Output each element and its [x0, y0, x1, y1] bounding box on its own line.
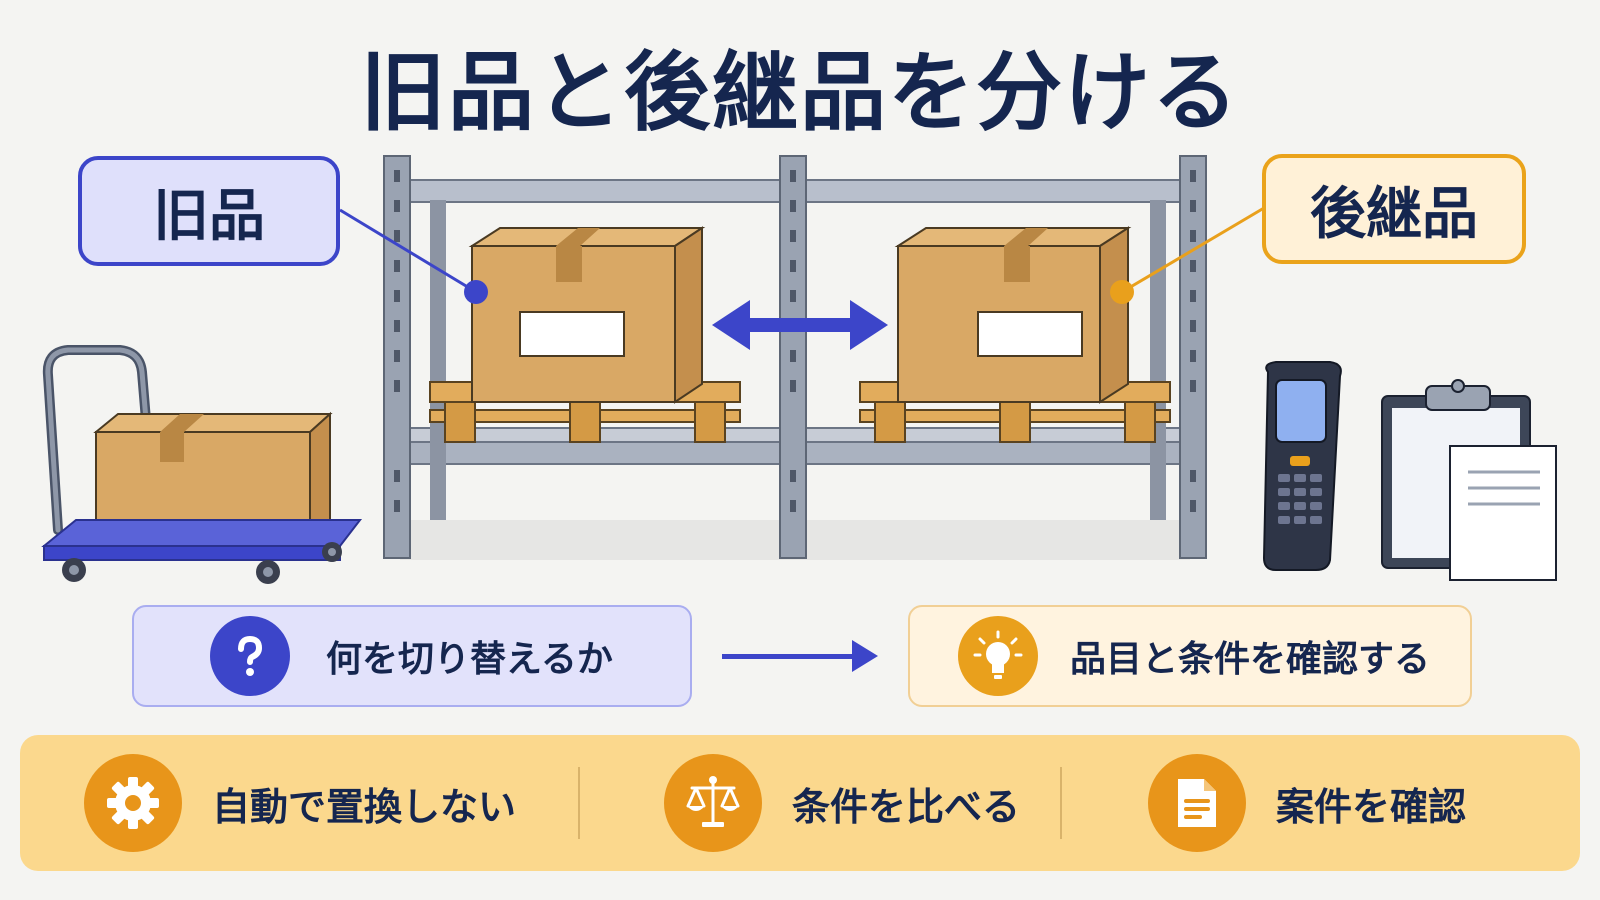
gear-icon [84, 754, 182, 852]
divider [578, 767, 580, 839]
check-step-label: 品目と条件を確認する [1070, 639, 1431, 680]
successor-item-callout: 後継品 [1262, 154, 1526, 264]
flow-arrow-icon [722, 640, 878, 672]
barcode-scanner-icon [1262, 361, 1342, 571]
divider [1060, 767, 1062, 839]
point-label: 自動で置換しない [212, 784, 517, 829]
clipboard-icon [1381, 379, 1557, 581]
scale-icon [664, 754, 762, 852]
old-item-box [429, 226, 741, 443]
swap-arrow-icon [712, 300, 888, 350]
hand-truck [41, 345, 363, 584]
point-check-case: 案件を確認 [1148, 735, 1466, 871]
old-item-callout: 旧品 [78, 156, 340, 266]
key-points-bar: 自動で置換しない 条件を比べる [20, 735, 1580, 871]
successor-item-box [859, 226, 1171, 443]
question-step: 何を切り替えるか [132, 605, 692, 707]
lightbulb-icon [958, 616, 1038, 696]
point-compare-conditions: 条件を比べる [664, 735, 1020, 871]
point-label: 案件を確認 [1276, 784, 1467, 829]
point-no-auto-replace: 自動で置換しない [84, 735, 516, 871]
point-label: 条件を比べる [792, 784, 1021, 829]
check-step: 品目と条件を確認する [908, 605, 1472, 707]
question-step-label: 何を切り替えるか [326, 639, 613, 680]
page-title: 旧品と後継品を分ける [360, 43, 1240, 143]
document-icon [1148, 754, 1246, 852]
question-icon [210, 616, 290, 696]
